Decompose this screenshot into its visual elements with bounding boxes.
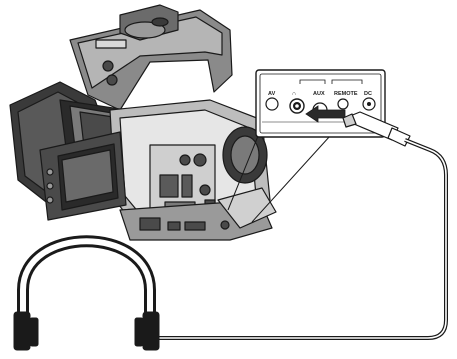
camcorder-icon <box>10 5 276 240</box>
av-port <box>266 98 278 110</box>
port-label-dc: DC <box>364 91 372 97</box>
remote-port <box>338 99 348 109</box>
headphone-symbol-icon: ∩ <box>292 91 296 97</box>
port-label-aux: AUX <box>313 91 325 97</box>
port-label-remote: REMOTE <box>334 91 358 97</box>
headphones-icon <box>14 241 159 350</box>
port-label-av: AV <box>268 91 276 97</box>
